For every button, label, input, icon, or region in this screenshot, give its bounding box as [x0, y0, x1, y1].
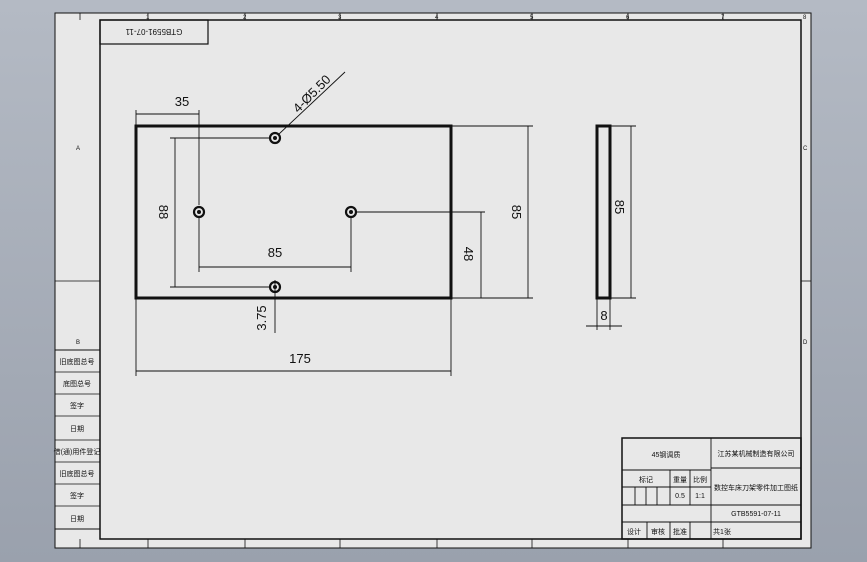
- title-mark-label: 标记: [639, 475, 653, 484]
- hole: [192, 205, 206, 219]
- dim-thickness: 8: [600, 308, 607, 323]
- left-table-cell: 旧底图总号: [60, 469, 95, 478]
- border-marks: 1 2 3 4 5 6 7 8 A B C D: [76, 15, 808, 346]
- title-reviewer: 审核: [651, 527, 665, 536]
- paper: [54, 12, 812, 549]
- dim-plate-height: 85: [509, 205, 524, 219]
- border-mark: 8: [803, 15, 807, 21]
- dim-hole-vertical: 88: [156, 205, 171, 219]
- dim-side-height: 85: [612, 200, 627, 214]
- title-material: 45钢调质: [652, 450, 681, 459]
- title-sheet: 共1张: [713, 527, 731, 536]
- title-scale-label: 比例: [693, 475, 707, 484]
- border-mark: 7: [721, 15, 725, 21]
- border-mark: 5: [530, 15, 534, 21]
- border-mark: C: [803, 146, 808, 152]
- code-box-text: GTB5591-07-11: [125, 27, 182, 36]
- hole-center: [273, 136, 277, 140]
- title-company: 江苏某机械制造有限公司: [718, 449, 795, 458]
- title-block: 45钢调质 江苏某机械制造有限公司 数控车床刀架零件加工图纸 GTB5591-0…: [621, 437, 802, 540]
- border-mark: B: [76, 340, 80, 346]
- dim-overall-width: 175: [289, 351, 311, 366]
- dim-top-width: 35: [175, 94, 189, 109]
- title-weight-value: 0.5: [675, 493, 685, 500]
- title-code: GTB5591-07-11: [731, 511, 781, 518]
- border-mark: 4: [435, 15, 439, 21]
- left-table-cell: 日期: [70, 515, 84, 523]
- border-mark: 6: [626, 15, 630, 21]
- title-product: 数控车床刀架零件加工图纸: [714, 483, 798, 492]
- border-mark: A: [76, 146, 80, 152]
- left-table-cell: 旧底图总号: [60, 357, 95, 366]
- dim-right-offset: 48: [461, 247, 476, 261]
- hole-center: [197, 210, 201, 214]
- border-mark: 3: [338, 15, 342, 21]
- dim-hole-horizontal: 85: [268, 245, 282, 260]
- title-scale-value: 1:1: [695, 493, 705, 500]
- left-table-cell: 签字: [70, 491, 84, 500]
- title-weight-label: 重量: [673, 476, 687, 484]
- title-designer: 设计: [627, 527, 641, 536]
- border-mark: 1: [146, 15, 150, 21]
- border-mark: 2: [243, 15, 247, 21]
- side-view-outline: [595, 124, 612, 300]
- border-ticks: [55, 13, 811, 548]
- left-table-cell: 底图总号: [63, 379, 91, 388]
- left-table-cell: 签字: [70, 401, 84, 410]
- left-table-cell: 日期: [70, 425, 84, 433]
- dimension-lines: [135, 71, 533, 376]
- side-dimension-lines: [586, 125, 636, 330]
- code-box: [99, 19, 209, 45]
- left-table-cell: 借(通)用件登记: [54, 447, 101, 456]
- title-approver: 批准: [673, 527, 687, 536]
- hole-center: [349, 210, 353, 214]
- border-mark: D: [803, 340, 808, 346]
- dim-bottom-offset: 3.75: [254, 305, 269, 330]
- inner-frame: [99, 19, 802, 540]
- left-table: 旧底图总号 底图总号 签字 日期 借(通)用件登记 旧底图总号 签字 日期: [54, 349, 101, 530]
